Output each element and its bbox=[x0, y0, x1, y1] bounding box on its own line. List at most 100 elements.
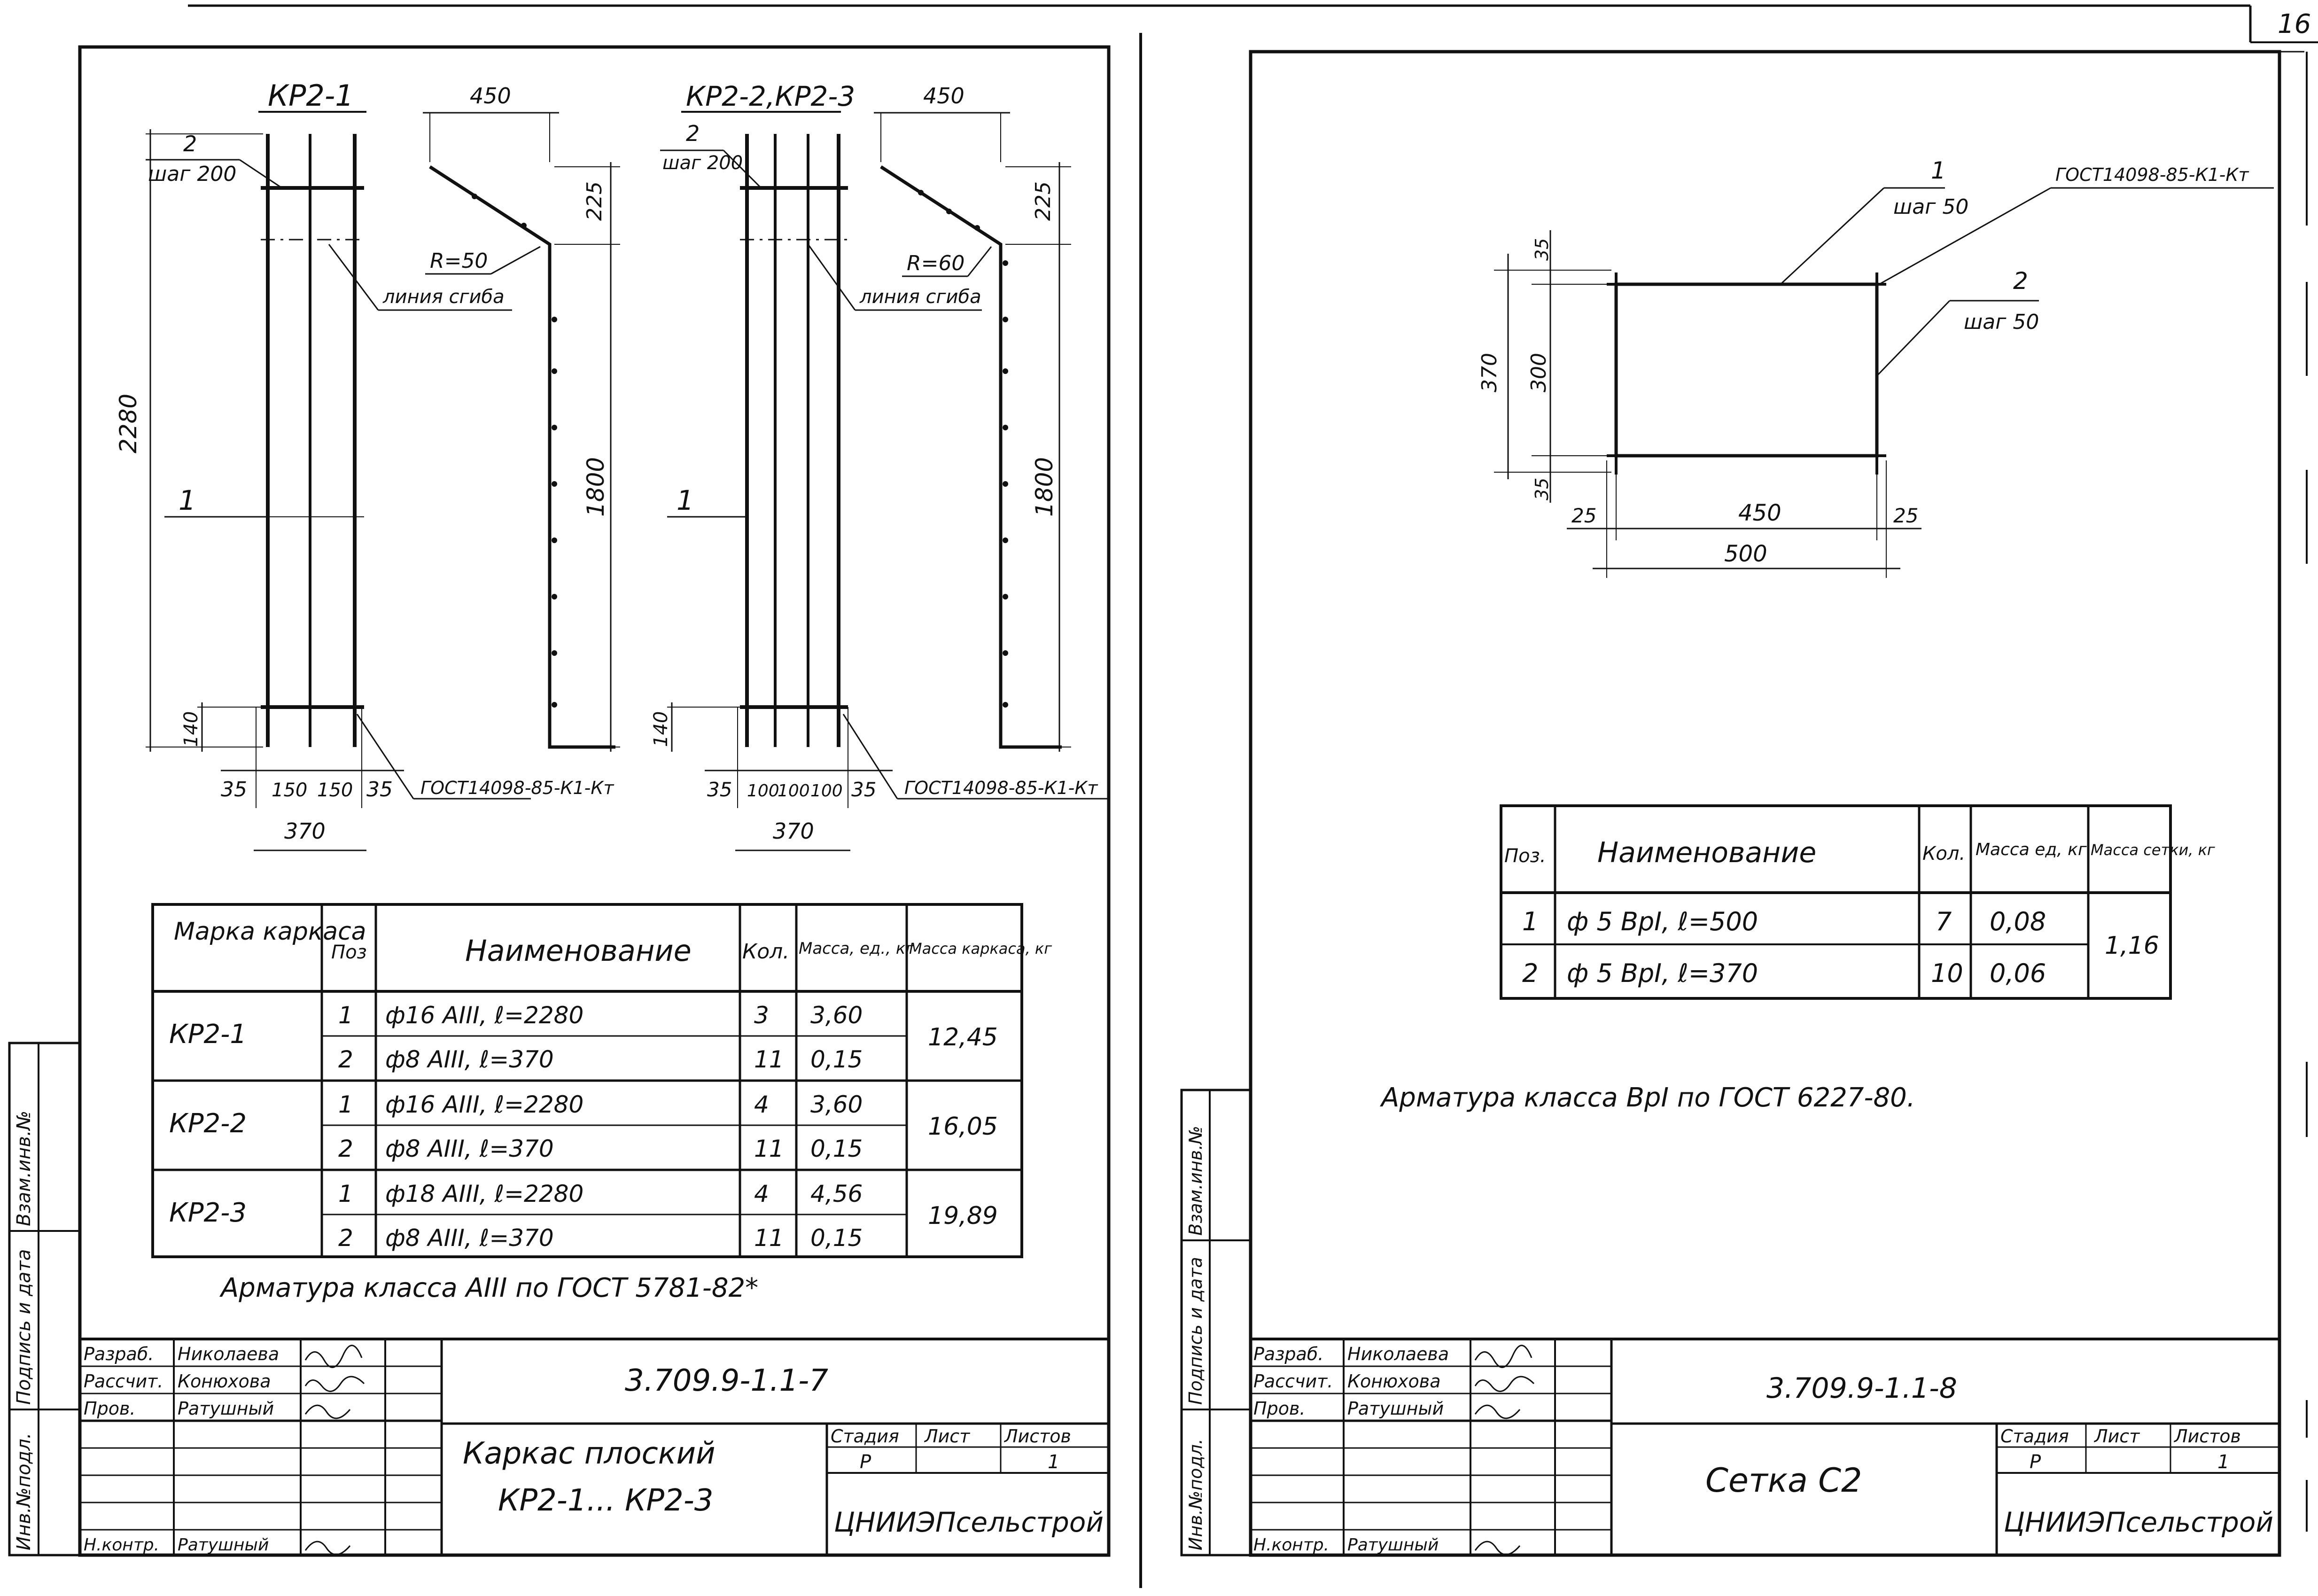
left-tb-name-1: Николаева bbox=[178, 1344, 279, 1364]
left-table-name-2-1: ф16 АIII, ℓ=2280 bbox=[385, 1091, 583, 1118]
right-table-qty-1: 7 bbox=[1936, 907, 1952, 936]
left-spec-table bbox=[151, 903, 1023, 1258]
left-tb-sheets: 1 bbox=[1048, 1451, 1059, 1473]
frame2-dim-450: 450 bbox=[923, 83, 965, 109]
frame2-dim-370: 370 bbox=[773, 818, 814, 844]
frame2-dim-1800: 1800 bbox=[1031, 457, 1058, 517]
frame1-gost: ГОСТ14098-85-К1-Кт bbox=[420, 778, 615, 798]
right-table-mass-1: 0,08 bbox=[1990, 907, 2046, 936]
right-sheet-frame bbox=[1249, 50, 2281, 1557]
right-table-pos-2: 2 bbox=[1522, 958, 1538, 988]
right-table-name-2: ф 5 ВрI, ℓ=370 bbox=[1567, 958, 1758, 988]
right-tb-name-7: Ратушный bbox=[1347, 1535, 1439, 1555]
frame1-dim-450: 450 bbox=[470, 83, 511, 109]
left-tb-org: ЦНИИЭПсельстрой bbox=[834, 1506, 1104, 1538]
left-tb-role-2: Рассчит. bbox=[84, 1371, 163, 1392]
left-table-mass-2-2: 0,15 bbox=[810, 1135, 863, 1162]
left-table-mark-3: КР2-3 bbox=[169, 1198, 247, 1228]
frame1-radius: R=50 bbox=[430, 249, 488, 273]
right-tb-role-3: Пров. bbox=[1253, 1398, 1305, 1419]
frame1-pos2-number: 2 bbox=[183, 131, 197, 156]
left-sheet-frame bbox=[78, 45, 1111, 1557]
left-side-label-sign: Подпись и дата bbox=[13, 1249, 35, 1405]
right-side-label-sign: Подпись и дата bbox=[1185, 1257, 1206, 1405]
frame1-pos2-step: шаг 200 bbox=[148, 162, 236, 186]
frame2-pos2-leader bbox=[723, 149, 762, 189]
left-table-header-unit-mass: Масса, ед., кг bbox=[799, 939, 914, 958]
left-tb-role-1: Разраб. bbox=[84, 1344, 154, 1364]
left-side-label-inv: Инв.№подл. bbox=[13, 1433, 35, 1550]
left-table-pos-1-1: 1 bbox=[338, 1002, 353, 1029]
right-tb-name-1: Николаева bbox=[1347, 1344, 1449, 1364]
frame1-dim-225: 225 bbox=[583, 181, 607, 221]
right-tb-name-3: Ратушный bbox=[1347, 1398, 1444, 1419]
frame1-bottom-dim-2: 150 bbox=[272, 779, 307, 801]
frame2-radius: R=60 bbox=[907, 251, 965, 275]
frame1-dim-140: 140 bbox=[180, 711, 202, 747]
mesh-dim-35-bottom: 35 bbox=[1532, 478, 1552, 500]
frame2-bend-line-label: линия сгиба bbox=[859, 286, 981, 308]
frame1-bottom-dim-3: 150 bbox=[317, 779, 353, 801]
frame2-bottom-dim-4: 100 bbox=[810, 781, 843, 801]
right-table-pos-1: 1 bbox=[1522, 907, 1538, 936]
right-tb-role-1: Разраб. bbox=[1253, 1344, 1323, 1364]
right-spec-table bbox=[1500, 804, 2172, 1000]
mesh-dim-35-top: 35 bbox=[1532, 238, 1552, 261]
frame2-title: КР2-2,КР2-3 bbox=[686, 80, 855, 112]
mesh-dim-450: 450 bbox=[1738, 500, 1781, 526]
left-table-header-qty: Кол. bbox=[742, 940, 789, 964]
frame2-dim-140: 140 bbox=[650, 711, 672, 747]
frame1-gost-leader bbox=[356, 714, 414, 799]
right-tb-sheets: 1 bbox=[2217, 1451, 2229, 1473]
right-tb-sheets-header: Листов bbox=[2173, 1426, 2241, 1447]
left-table-header-total-mass: Масса каркаса, кг bbox=[909, 940, 1052, 958]
frame1-bend-line-label: линия сгиба bbox=[382, 286, 505, 308]
left-table-total-3: 19,89 bbox=[928, 1202, 998, 1230]
frame1-pos1-number: 1 bbox=[179, 484, 196, 516]
left-tb-name-3: Ратушный bbox=[178, 1398, 274, 1419]
frame2-bottom-dim-3: 100 bbox=[778, 781, 810, 801]
left-table-mass-1-2: 0,15 bbox=[810, 1046, 863, 1073]
frame2-pos2-step: шаг 200 bbox=[662, 152, 743, 174]
mesh-pos2-number: 2 bbox=[2013, 267, 2028, 295]
right-side-label-inv: Инв.№подл. bbox=[1185, 1439, 1206, 1550]
right-side-strip bbox=[1180, 1089, 1252, 1557]
frame2-dim-225: 225 bbox=[1031, 181, 1055, 221]
frame1-pos2-leader bbox=[239, 159, 282, 189]
mesh-pos2-leader bbox=[1876, 300, 1951, 377]
right-table-qty-2: 10 bbox=[1931, 958, 1963, 988]
right-table-mass-2: 0,06 bbox=[1990, 958, 2046, 988]
page-number: 16 bbox=[2278, 9, 2311, 39]
frame1-dim-370: 370 bbox=[284, 818, 326, 844]
left-tb-stage: Р bbox=[860, 1451, 871, 1473]
right-tb-org: ЦНИИЭПсельстрой bbox=[2004, 1506, 2273, 1538]
frame2-bottom-dim-1: 35 bbox=[707, 778, 732, 801]
mesh-pos1-leader bbox=[1780, 187, 1885, 285]
mesh-pos1-step: шаг 50 bbox=[1893, 195, 1968, 219]
left-table-name-3-2: ф8 АIII, ℓ=370 bbox=[385, 1224, 554, 1252]
mesh-pos2-step: шаг 50 bbox=[1964, 310, 2039, 334]
mesh-dim-300: 300 bbox=[1527, 353, 1551, 392]
frame2-radius-leader bbox=[967, 246, 992, 277]
left-table-mark-2: КР2-2 bbox=[169, 1108, 247, 1139]
right-note: Арматура класса ВрI по ГОСТ 6227-80. bbox=[1380, 1082, 1915, 1113]
left-table-mass-3-1: 4,56 bbox=[810, 1180, 863, 1207]
left-table-name-2-2: ф8 АIII, ℓ=370 bbox=[385, 1135, 554, 1162]
right-table-name-1: ф 5 ВрI, ℓ=500 bbox=[1567, 907, 1758, 936]
left-tb-signatures bbox=[304, 1345, 365, 1556]
left-tb-role-3: Пров. bbox=[84, 1398, 135, 1419]
left-table-pos-2-1: 1 bbox=[338, 1091, 353, 1118]
left-tb-name-7: Ратушный bbox=[178, 1535, 269, 1555]
frame1-bottom-dim-1: 35 bbox=[221, 778, 247, 802]
left-table-total-1: 12,45 bbox=[928, 1023, 998, 1051]
frame2-bottom-dim-5: 35 bbox=[851, 778, 876, 801]
frame1-dim-2280: 2280 bbox=[115, 394, 142, 453]
frame1-bend-leader bbox=[328, 244, 379, 311]
frame2-bar-dots bbox=[918, 190, 1008, 708]
left-tb-title-line2: КР2-1... КР2-3 bbox=[498, 1483, 714, 1518]
right-tb-stage-header: Стадия bbox=[2000, 1426, 2069, 1447]
left-table-qty-2-2: 11 bbox=[754, 1135, 784, 1162]
mesh-dim-500: 500 bbox=[1724, 541, 1767, 567]
frame2-bend-leader bbox=[807, 244, 856, 311]
